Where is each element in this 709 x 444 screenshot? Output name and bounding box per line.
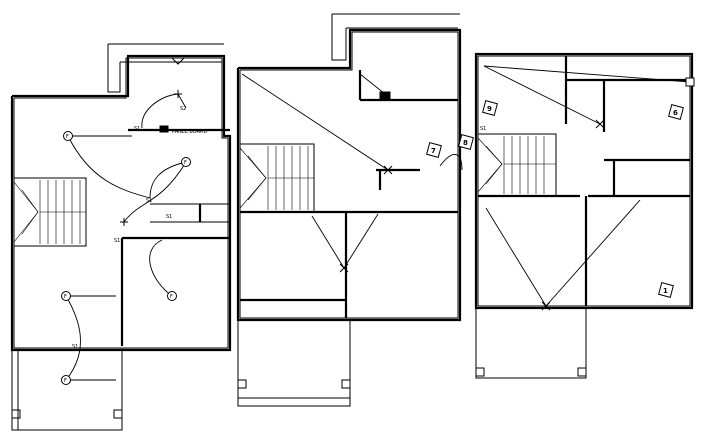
plan-ground-floor: F F F F F S1 S1 S1 S1 S1 S2 PANEL BOARD: [10, 43, 232, 431]
plan1-light-point: [120, 90, 182, 226]
plan3-tag-6: 6: [673, 109, 678, 117]
plan2-staircase: [239, 146, 314, 210]
plan3-tag-9: 9: [487, 105, 492, 113]
panel-board-label: PANEL BOARD: [172, 129, 207, 135]
plan-first-floor: 7 8: [236, 13, 474, 407]
plan3-lights: [541, 119, 605, 311]
plan1-switch-label-1: S1: [134, 126, 140, 132]
plan1-switch-label-2: S1: [146, 198, 152, 204]
plan2-tag-7: 7: [431, 147, 436, 155]
plan1-fan-label-1: F: [66, 134, 69, 140]
plan1-fan-label-2: F: [184, 160, 187, 166]
plan-second-floor: 9 6 1 S1: [474, 52, 695, 379]
plan3-switch-label-1: S1: [480, 126, 486, 132]
plan1-fan-2: [181, 157, 191, 167]
plan1-fan-5: [61, 375, 71, 385]
plan1-switch-label-4: S1: [114, 238, 120, 244]
plan3-tag-1: 1: [663, 287, 668, 295]
plan2-tag-8: 8: [463, 139, 468, 147]
plan2-lights: [339, 91, 393, 273]
plan1-fan-label-4: F: [170, 294, 173, 300]
plan3-staircase: [477, 136, 556, 194]
plan1-staircase: [13, 180, 86, 244]
plan1-fan-label-5: F: [64, 378, 67, 384]
plan1-fan-label-3: F: [64, 294, 67, 300]
plan1-fan-3: [61, 291, 71, 301]
plan1-fan-1: [63, 131, 73, 141]
plan2-outer-wall: [236, 28, 462, 322]
plan1-switch-label-3: S1: [166, 214, 172, 220]
plan1-switch-label-5: S1: [72, 344, 78, 350]
plan3-outer-wall: [474, 52, 694, 310]
plan1-outer-wall: [10, 54, 232, 352]
plan1-fan-4: [167, 291, 177, 301]
plan1-switch-label-6: S2: [180, 106, 186, 112]
